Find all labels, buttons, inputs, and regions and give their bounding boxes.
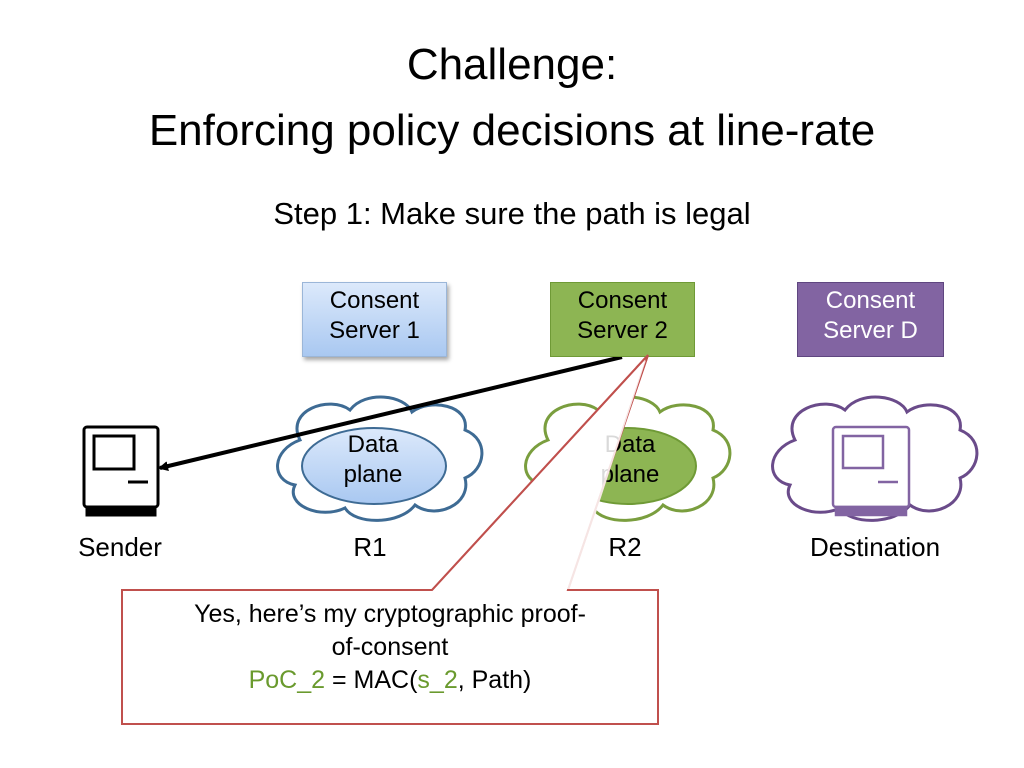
r1-label: R1 bbox=[353, 532, 387, 562]
consent-server-1: Consent Server 1 bbox=[302, 282, 447, 357]
formula-tail: , Path) bbox=[457, 666, 532, 694]
title-line-1: Challenge: bbox=[406, 40, 618, 89]
r2-data-plane-line-2: plane bbox=[600, 461, 660, 488]
consent-server-2-line-2: Server 2 bbox=[577, 317, 668, 344]
callout-line-1: Yes, here’s my cryptographic proof- bbox=[194, 600, 586, 628]
r2-label: R2 bbox=[608, 532, 642, 562]
r1-data-plane-label: Data plane bbox=[318, 430, 428, 490]
consent-server-2-line-1: Consent bbox=[577, 287, 668, 314]
sender-label: Sender bbox=[78, 532, 162, 562]
destination-computer-icon bbox=[831, 425, 911, 517]
sender-computer-icon bbox=[82, 425, 160, 517]
r1-data-plane-line-2: plane bbox=[343, 461, 403, 488]
poc-term: PoC_2 bbox=[248, 666, 326, 694]
r1-data-plane-line-1: Data bbox=[347, 431, 399, 458]
r2-data-plane-line-1: Data bbox=[604, 431, 656, 458]
secret-term: s_2 bbox=[417, 666, 458, 694]
mac-prefix: = MAC( bbox=[325, 666, 418, 694]
consent-server-d-line-2: Server D bbox=[823, 317, 918, 344]
callout-formula: PoC_2 = MAC(s_2, Path) bbox=[122, 664, 658, 697]
consent-server-1-line-1: Consent bbox=[329, 287, 420, 314]
consent-server-2: Consent Server 2 bbox=[550, 282, 695, 357]
callout-text: Yes, here’s my cryptographic proof- of-c… bbox=[122, 598, 658, 697]
subtitle: Step 1: Make sure the path is legal bbox=[273, 196, 751, 231]
title-line-2: Enforcing policy decisions at line-rate bbox=[148, 106, 876, 155]
consent-server-1-line-2: Server 1 bbox=[329, 317, 420, 344]
consent-server-d-line-1: Consent bbox=[825, 287, 916, 314]
destination-cloud bbox=[771, 395, 979, 522]
consent-server-d: Consent Server D bbox=[797, 282, 944, 357]
r2-data-plane-label: Data plane bbox=[575, 430, 685, 490]
callout-line-2: of-consent bbox=[331, 633, 449, 661]
destination-label: Destination bbox=[809, 532, 941, 562]
